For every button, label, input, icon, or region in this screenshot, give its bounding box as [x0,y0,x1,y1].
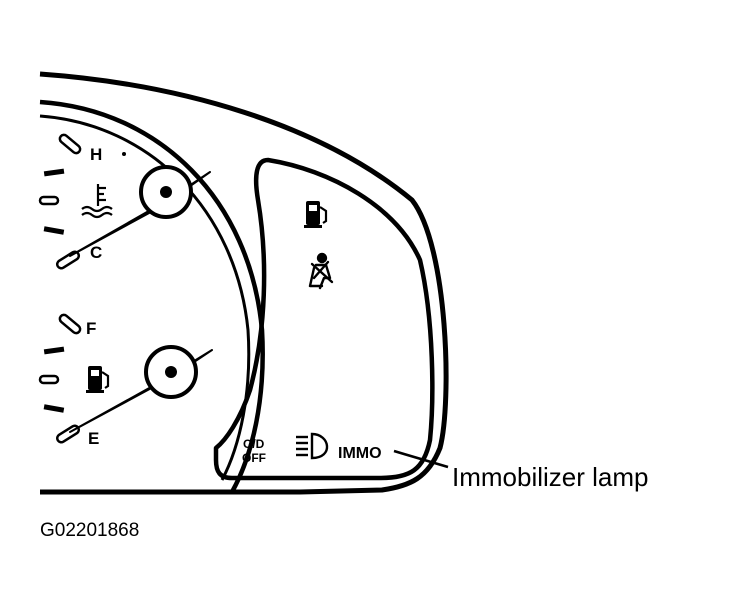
temp-hot-label: H [90,145,102,164]
fuel-empty-label: E [88,429,99,448]
od-off-line1: O/D [243,437,265,451]
coolant-temperature-icon [81,184,113,219]
fuel-full-tick [58,313,82,335]
indicator-panel-outline [213,157,435,481]
temp-needle-pivot [160,186,172,198]
od-off-line2: OFF [242,451,266,465]
od-off-indicator: O/D OFF [242,437,266,465]
dial-bezel-outer [39,99,265,494]
dial-bezel-inner [39,114,251,481]
cluster-housing-outline [39,71,449,495]
fuel-mid-tick-lower [43,404,65,413]
temp-mid-tick-lower [43,226,65,235]
fuel-mid-tick-upper [43,346,65,355]
temp-mid-tick-center [38,195,60,206]
fuel-needle-pivot [165,366,177,378]
fuel-gauge: F E [38,313,213,448]
figure-id: G02201868 [40,520,139,541]
fuel-empty-tick [55,424,81,444]
seatbelt-warning-icon [308,252,334,290]
fuel-mid-tick-center [38,374,60,385]
immobilizer-lamp-label: Immobilizer lamp [452,462,649,492]
temp-cold-tick [55,250,81,270]
temp-hot-tick [58,133,82,155]
temp-mid-tick-upper [43,168,65,177]
temperature-gauge: H C [38,133,211,270]
callout-leader-line [393,449,449,469]
temp-dot-mark [122,152,126,156]
fuel-pump-icon [86,366,110,393]
low-fuel-indicator [304,201,328,228]
fuel-full-label: F [86,319,96,338]
immo-indicator-label: IMMO [338,445,382,462]
fuel-needle [69,349,213,433]
headlight-high-beam-icon [296,432,329,460]
temp-needle [69,171,211,257]
temp-cold-label: C [90,243,102,262]
